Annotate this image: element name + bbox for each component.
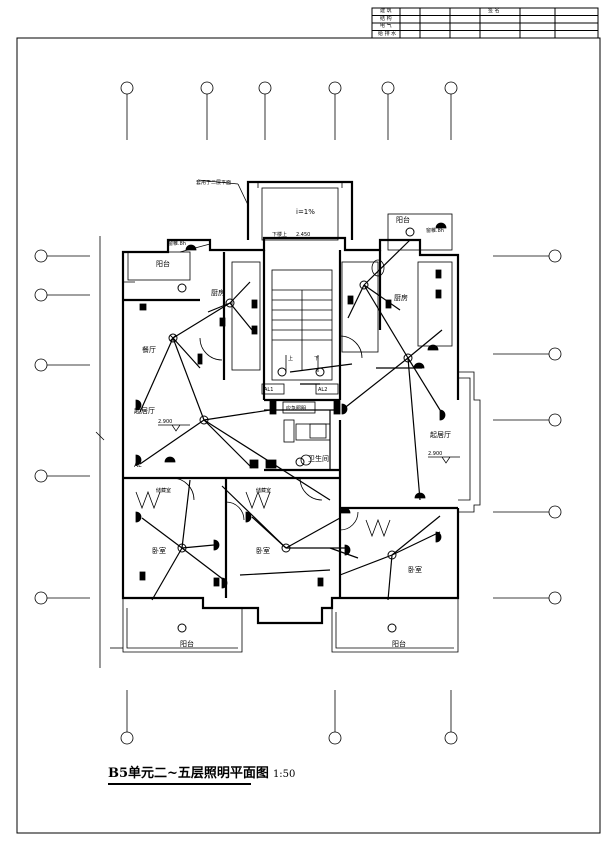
switches — [139, 269, 442, 587]
slope-label: i=1% — [296, 208, 315, 216]
elevation-marks — [158, 237, 460, 464]
wall-light-icon — [414, 492, 426, 499]
thin-lines — [95, 179, 481, 668]
grid-axis-bubble-icon — [120, 81, 134, 95]
wall-light-icon — [135, 399, 142, 411]
wall-light-icon — [135, 454, 142, 466]
ceiling-light-icon — [405, 227, 415, 237]
sill-right: 窗帷.8h — [426, 227, 444, 234]
panel-box — [282, 401, 316, 414]
wall-light-icon — [435, 222, 447, 229]
meter-tag-left: AL1 — [264, 387, 273, 393]
wall-light-icon — [245, 511, 252, 523]
ceiling-light-icon — [177, 283, 187, 293]
ceiling-light-icon — [199, 415, 209, 425]
room-living-left: 起居厅 — [134, 407, 155, 415]
title-underline — [108, 783, 252, 785]
room-living-right: 起居厅 — [430, 431, 451, 439]
wall-lights — [135, 222, 447, 589]
room-bedroom-left: 卧室 — [152, 546, 166, 555]
elev-right: 2.900 — [428, 451, 442, 457]
grid-axis-bubble-icon — [258, 81, 272, 95]
room-storage-mid: 储藏室 — [256, 487, 271, 494]
elev-top: 2.450 — [296, 232, 310, 238]
sheet-border — [16, 37, 601, 834]
ceiling-light-icon — [281, 543, 291, 553]
room-kitchen-left: 厨房 — [211, 288, 225, 297]
axis-bubbles-top — [120, 81, 458, 140]
stair-up: 上 — [288, 355, 293, 362]
title-block-row: 电 气 — [380, 23, 392, 29]
room-bedroom-right: 卧室 — [408, 565, 422, 574]
room-storage-left: 储藏室 — [156, 487, 171, 494]
room-balcony-bottom-left: 阳台 — [180, 639, 194, 648]
wall-light-icon — [341, 403, 348, 415]
walls — [121, 180, 460, 625]
ceiling-light-icon — [277, 367, 287, 377]
room-labels: i=1% 下楼上 2.450 套用于二层平面 窗帷.8h 窗帷.8h 阳台 阳台… — [134, 179, 451, 648]
grid-axis-bubble-icon — [381, 81, 395, 95]
title-block-row: 建 筑 — [380, 8, 392, 14]
ceiling-light-icon — [315, 367, 325, 377]
ceiling-light-icon — [387, 550, 397, 560]
title-block-header: 签 名 — [488, 8, 500, 14]
dist-box-label: AL — [134, 462, 142, 469]
ceiling-light-icon — [225, 298, 235, 308]
title-block-row: 结 构 — [380, 15, 392, 22]
wall-light-icon — [164, 456, 176, 463]
ceiling-light-icon — [387, 623, 397, 633]
elev-left: 2.900 — [158, 419, 172, 425]
axis-bubbles-bottom — [120, 690, 458, 745]
room-dining: 餐厅 — [142, 345, 156, 354]
drawing-title-text: B5单元二~五层照明平面图 — [108, 766, 269, 781]
room-bathroom: 卫生间 — [308, 454, 329, 463]
wall-light-icon — [344, 544, 351, 556]
room-kitchen-right: 厨房 — [394, 293, 408, 302]
room-balcony-top-right: 阳台 — [396, 215, 410, 224]
grid-axis-bubble-icon — [328, 81, 342, 95]
wall-light-icon — [185, 244, 197, 251]
wall-light-icon — [213, 539, 220, 551]
meter-boxes — [261, 383, 339, 443]
ceiling-light-icon — [177, 623, 187, 633]
wall-light-icon — [339, 507, 351, 514]
title-block: 建 筑 结 构 电 气 给 排 水 签 名 — [370, 8, 598, 38]
sill-left: 窗帷.8h — [168, 240, 186, 247]
ceiling-light-icon — [177, 543, 187, 553]
note-top: 套用于二层平面 — [196, 179, 231, 186]
panel-label: 应急照明 — [286, 405, 306, 412]
room-bedroom-mid: 卧室 — [256, 546, 270, 555]
drawing-scale: 1:50 — [272, 769, 296, 780]
ceiling-light-icon — [403, 353, 413, 363]
ceiling-lights — [168, 227, 415, 633]
room-balcony-bottom-right: 阳台 — [392, 639, 406, 648]
ceiling-light-icon — [168, 333, 178, 343]
title-block-row: 给 排 水 — [378, 30, 397, 37]
wall-light-icon — [413, 362, 425, 369]
wall-light-icon — [427, 344, 439, 351]
wall-light-icon — [439, 409, 446, 421]
grid-axis-bubble-icon — [200, 81, 214, 95]
wall-light-icon — [221, 577, 228, 589]
grid-axis-bubble-icon — [444, 81, 458, 95]
wall-light-icon — [135, 511, 142, 523]
stair-down: 下 — [314, 356, 319, 362]
ceiling-light-icon — [295, 457, 305, 467]
ceiling-light-icon — [359, 280, 369, 290]
axis-bubbles-left — [34, 249, 90, 605]
room-balcony-top-left: 阳台 — [156, 259, 170, 268]
meter-tag-right: AL2 — [318, 387, 327, 393]
axis-bubbles-right — [493, 249, 562, 605]
wall-light-icon — [435, 531, 442, 543]
elev-prefix: 下楼上 — [272, 231, 287, 238]
